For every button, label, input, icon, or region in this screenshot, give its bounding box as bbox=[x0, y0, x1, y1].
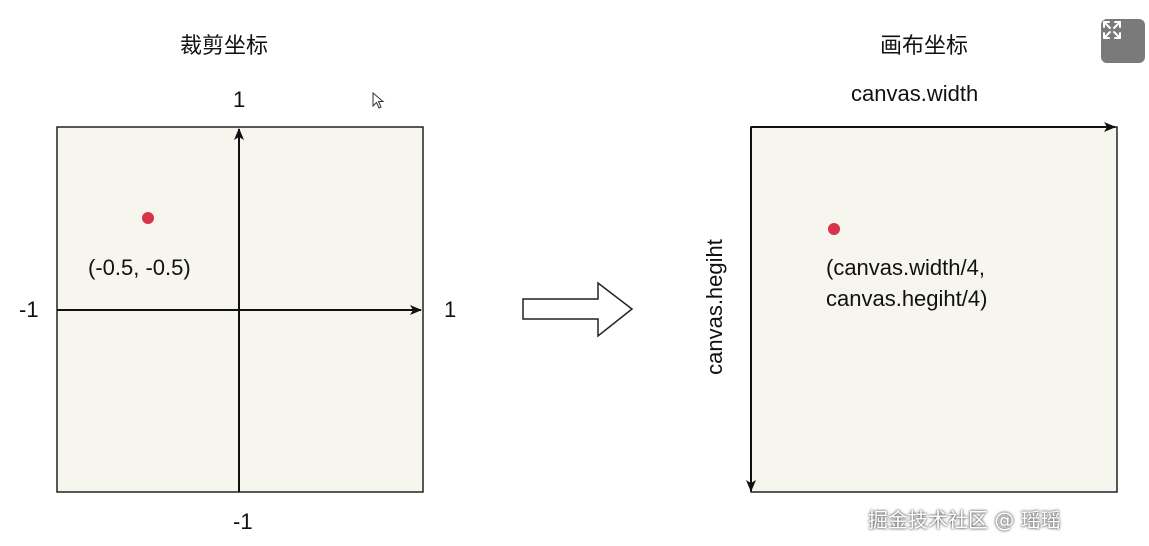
expand-icon bbox=[1103, 21, 1121, 39]
canvas-height-label: canvas.hegiht bbox=[702, 239, 727, 375]
clip-point bbox=[142, 212, 154, 224]
clip-space-title: 裁剪坐标 bbox=[180, 34, 269, 59]
clip-axis-top-label: 1 bbox=[233, 87, 246, 112]
watermark: 掘金技术社区 @ 瑶瑶 bbox=[868, 508, 1061, 532]
clip-point-label: (-0.5, -0.5) bbox=[88, 255, 191, 280]
canvas-point-label-line2: canvas.hegiht/4) bbox=[826, 286, 988, 311]
canvas-point bbox=[828, 223, 840, 235]
expand-button[interactable] bbox=[1101, 19, 1145, 63]
clip-axis-bottom-label: -1 bbox=[233, 509, 253, 534]
transform-arrow-icon bbox=[522, 281, 634, 338]
canvas-space-title: 画布坐标 bbox=[880, 34, 969, 59]
canvas-point-label-line1: (canvas.width/4, bbox=[826, 255, 985, 280]
canvas-width-label: canvas.width bbox=[851, 81, 979, 106]
clip-axis-right-label: 1 bbox=[444, 297, 457, 322]
clip-axis-left-label: -1 bbox=[19, 297, 39, 322]
